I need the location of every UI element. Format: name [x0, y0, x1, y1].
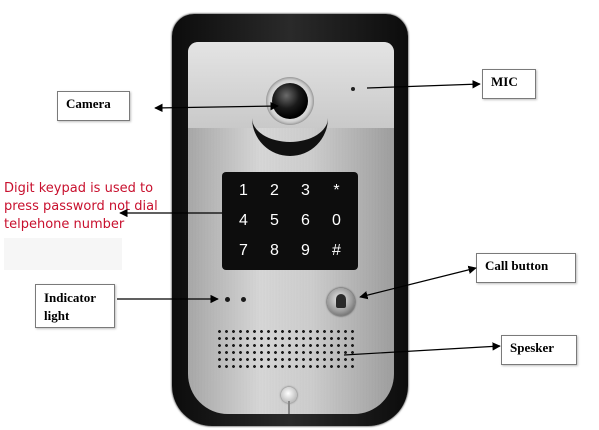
speaker-arrow [343, 342, 501, 356]
digit-keypad: 1 2 3 * 4 5 6 0 7 8 9 # [222, 172, 358, 270]
mic-arrow [366, 80, 481, 89]
call-button-label: Call button [476, 253, 576, 283]
keypad-key[interactable]: 2 [270, 182, 279, 199]
speaker-label: Spesker [501, 335, 577, 365]
keypad-key[interactable]: 4 [239, 212, 248, 229]
camera-arrow [154, 101, 279, 113]
keypad-key[interactable]: 1 [239, 182, 248, 199]
bottom-screw-icon [281, 387, 297, 403]
keypad-key[interactable]: * [333, 182, 340, 199]
keypad-key[interactable]: 8 [270, 242, 279, 259]
keypad-key[interactable]: 9 [301, 242, 310, 259]
note-background [4, 238, 122, 270]
call-button[interactable] [327, 288, 355, 316]
bell-icon [336, 294, 346, 308]
keypad-key[interactable]: 3 [301, 182, 310, 199]
mic-label: MIC [482, 69, 536, 99]
indicator-light-label: Indicator light [35, 284, 115, 328]
keypad-key[interactable]: # [332, 242, 341, 259]
keypad-key[interactable]: 0 [332, 212, 341, 229]
keypad-key[interactable]: 6 [301, 212, 310, 229]
call-button-arrow [359, 265, 477, 300]
indicator-led-icon [241, 297, 246, 302]
keypad-key[interactable]: 7 [239, 242, 248, 259]
mic-hole-icon [351, 87, 355, 91]
bottom-screw-stem [288, 401, 290, 414]
camera-label: Camera [57, 91, 130, 121]
speaker-grille [216, 328, 356, 372]
camera-lens-icon [272, 83, 308, 119]
indicator-led-icon [225, 297, 230, 302]
keypad-key[interactable]: 5 [270, 212, 279, 229]
